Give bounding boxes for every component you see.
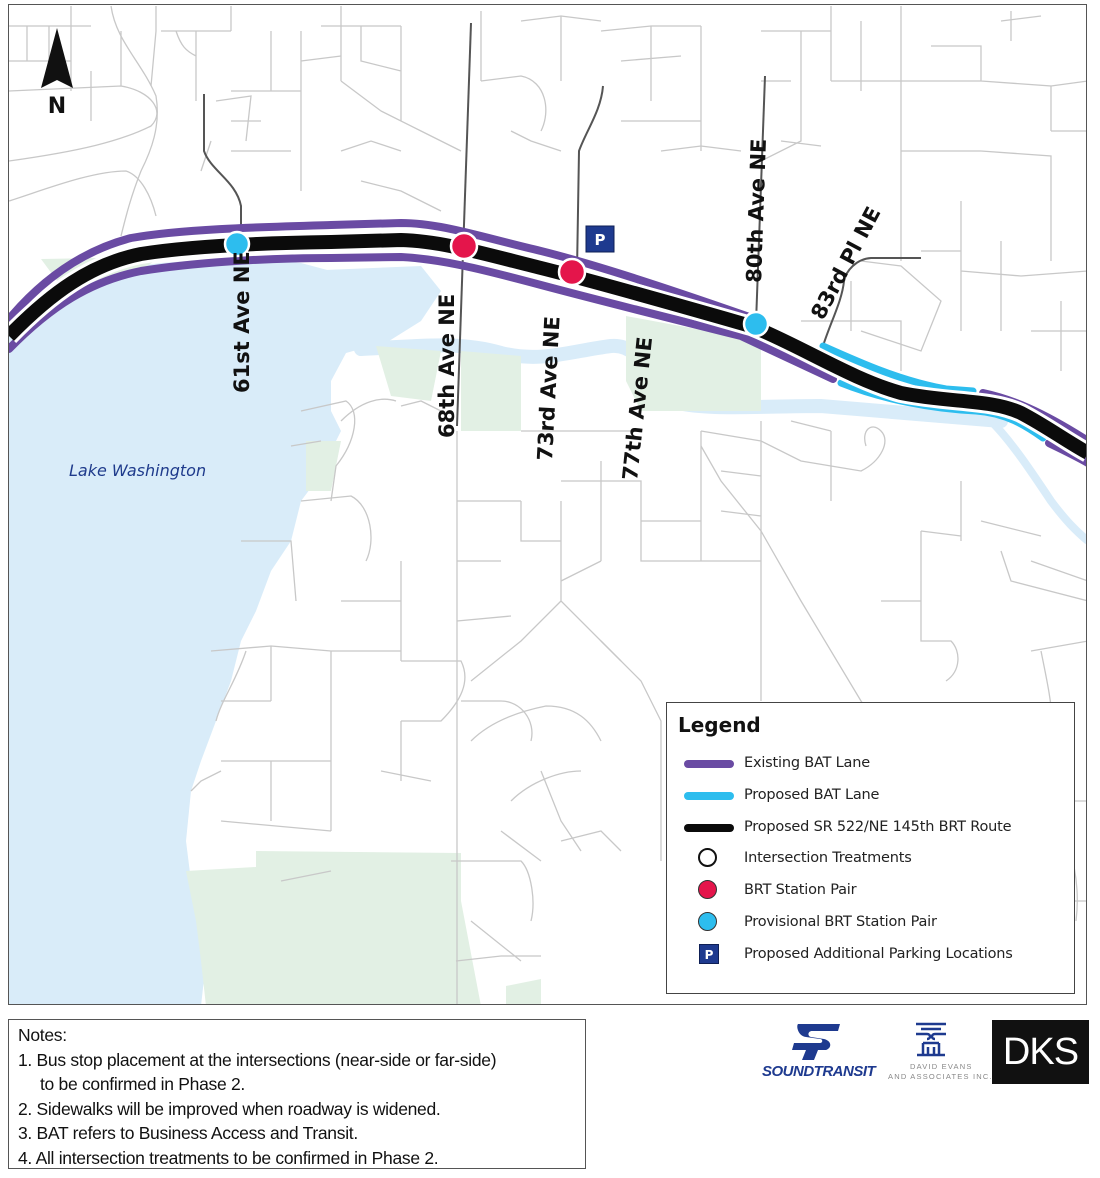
provisional-station-circle-icon — [698, 912, 717, 931]
street-68th — [456, 22, 472, 427]
legend-item-intersection: Intersection Treatments — [667, 845, 1074, 873]
svg-text:N: N — [48, 94, 66, 119]
north-arrow: N — [41, 28, 73, 119]
park-area — [186, 851, 481, 1004]
park-area — [376, 346, 441, 401]
parking-icon: P — [595, 231, 606, 249]
provisional-station-61st[interactable] — [223, 230, 251, 258]
note-1-continued: to be confirmed in Phase 2. — [40, 1074, 245, 1094]
street-83rd — [822, 257, 921, 347]
river-branch-water — [988, 418, 1086, 545]
street-80th — [755, 75, 766, 324]
david-evans-mark-icon — [916, 1022, 946, 1057]
parking-location[interactable]: P — [585, 225, 615, 253]
notes-title: Notes: — [18, 1025, 67, 1045]
legend-title: Legend — [678, 713, 761, 737]
bay-water — [301, 266, 441, 351]
park-area — [506, 979, 541, 1004]
street-label-61st: 61st Ave NE — [230, 251, 254, 393]
note-2: 2. Sidewalks will be improved when roadw… — [18, 1098, 441, 1119]
note-1: 1. Bus stop placement at the intersectio… — [18, 1049, 497, 1070]
provisional-station-80th[interactable] — [742, 310, 770, 338]
street-label-73rd: 73rd Ave NE — [533, 316, 565, 462]
cross-streets — [203, 22, 921, 427]
street-label-80th: 80th Ave NE — [742, 138, 771, 283]
legend: Legend Existing BAT Lane Proposed BAT La… — [666, 702, 1075, 994]
brt-station-circle-icon — [698, 880, 717, 899]
logos: SOUNDTRANSIT DAVID EVANS AND ASSOCIATES … — [756, 1018, 1090, 1086]
park-area — [306, 441, 341, 491]
legend-item-brt-station: BRT Station Pair — [667, 877, 1074, 905]
notes-box: Notes: 1. Bus stop placement at the inte… — [8, 1019, 586, 1169]
legend-item-existing-bat: Existing BAT Lane — [667, 750, 1074, 778]
legend-item-parking: P Proposed Additional Parking Locations — [667, 941, 1074, 969]
brt-station-73rd[interactable] — [557, 257, 587, 287]
note-3: 3. BAT refers to Business Access and Tra… — [18, 1123, 358, 1143]
street-label-68th: 68th Ave NE — [435, 294, 459, 438]
map-canvas[interactable]: P N 61st Ave NE 68th Ave NE 73rd Ave NE … — [9, 5, 1087, 1005]
park-area — [461, 351, 521, 431]
legend-item-proposed-bat: Proposed BAT Lane — [667, 782, 1074, 810]
sound-transit-logo: SOUNDTRANSIT — [756, 1018, 876, 1086]
sound-transit-mark-icon — [792, 1024, 840, 1060]
brt-route — [9, 232, 1086, 460]
lake-washington-water — [9, 259, 371, 1004]
street-61st — [203, 94, 242, 234]
brt-station-68th[interactable] — [449, 231, 479, 261]
local-roads — [9, 5, 1086, 1004]
legend-item-brt-route: Proposed SR 522/NE 145th BRT Route — [667, 814, 1074, 842]
map-frame: P N 61st Ave NE 68th Ave NE 73rd Ave NE … — [8, 4, 1087, 1005]
street-73rd — [576, 85, 604, 272]
dks-logo: DKS — [992, 1020, 1089, 1084]
parking-icon: P — [699, 944, 719, 964]
brt-route-line-icon — [684, 824, 734, 832]
north-arrow-icon — [41, 28, 73, 88]
david-evans-logo: DAVID EVANS AND ASSOCIATES INC. — [880, 1018, 992, 1086]
intersection-circle-icon — [698, 848, 717, 867]
legend-item-provisional-station: Provisional BRT Station Pair — [667, 909, 1074, 937]
note-4: 4. All intersection treatments to be con… — [18, 1147, 439, 1168]
proposed-bat-line-icon — [684, 792, 734, 800]
existing-bat-line-icon — [684, 760, 734, 768]
lake-washington-label: Lake Washington — [69, 461, 206, 480]
park-area — [626, 316, 761, 411]
